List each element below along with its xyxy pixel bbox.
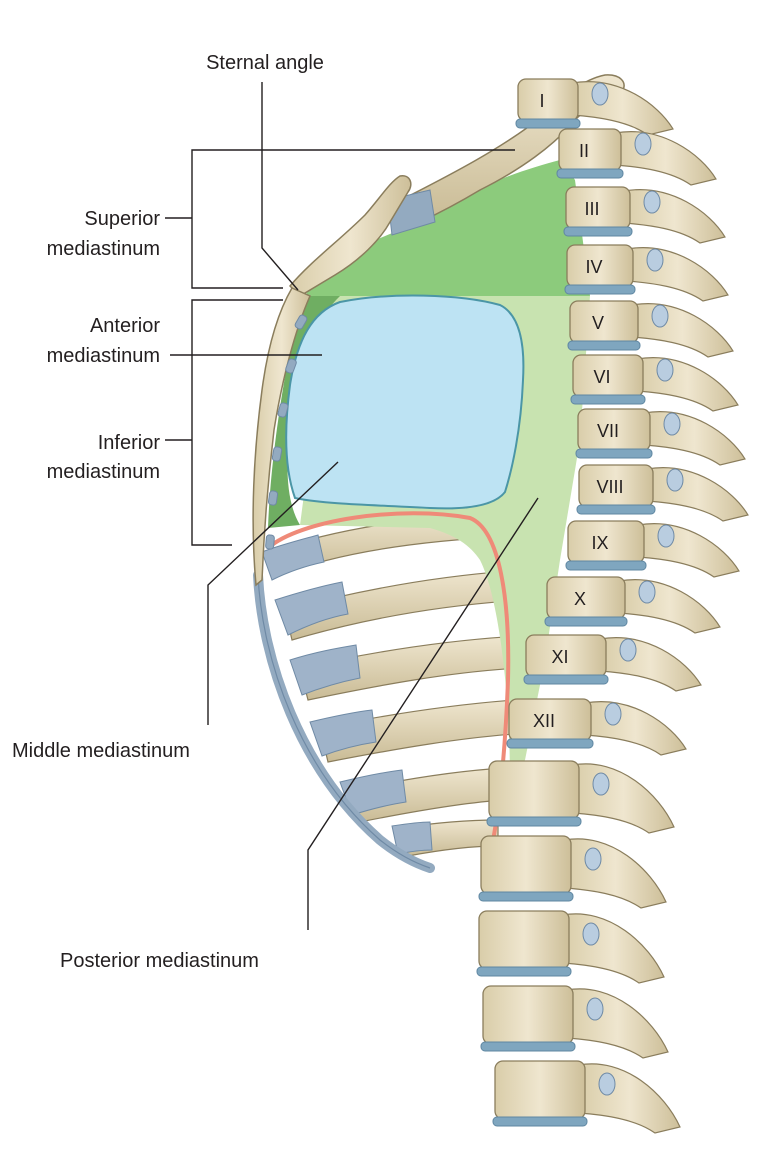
intervertebral-disc — [557, 169, 623, 178]
vertebral-process — [567, 989, 668, 1058]
vertebra-number: XI — [551, 647, 568, 667]
intervertebral-disc — [507, 739, 593, 748]
label-anterior-line1: Anterior — [20, 313, 160, 339]
intervertebral-disc — [576, 449, 652, 458]
vertebral-body — [518, 79, 578, 121]
vertebral-body — [481, 836, 571, 894]
costovertebral-joint — [585, 848, 601, 870]
vertebra-number: XII — [533, 711, 555, 731]
vertebral-process — [619, 580, 720, 633]
rib — [290, 636, 520, 700]
vertebra-number: IX — [591, 533, 608, 553]
vertebral-body — [479, 911, 569, 969]
vertebral-process — [647, 468, 748, 521]
costovertebral-joint — [657, 359, 673, 381]
label-middle-mediastinum: Middle mediastinum — [12, 738, 190, 764]
superior-bracket — [192, 150, 283, 288]
vertebra-number: VI — [593, 367, 610, 387]
intervertebral-disc — [568, 341, 640, 350]
label-superior-line1: Superior — [20, 206, 160, 232]
vertebral-process — [585, 702, 686, 755]
costovertebral-joint — [667, 469, 683, 491]
vertebra-number: II — [579, 141, 589, 161]
sternal-angle-leader — [262, 82, 298, 290]
rib — [275, 570, 525, 640]
intervertebral-disc — [516, 119, 580, 128]
intervertebral-disc — [565, 285, 635, 294]
vertebral-process — [572, 82, 673, 135]
vertebral-body — [483, 986, 573, 1044]
intervertebral-disc — [493, 1117, 587, 1126]
costovertebral-joint — [593, 773, 609, 795]
rib — [310, 700, 515, 762]
vertebral-process — [579, 1064, 680, 1133]
intervertebral-disc — [545, 617, 627, 626]
vertebral-process — [563, 914, 664, 983]
vertebral-process — [600, 638, 701, 691]
vertebral-process — [637, 358, 738, 411]
costovertebral-joint — [658, 525, 674, 547]
label-inferior-line2: mediastinum — [20, 459, 160, 485]
intervertebral-disc — [481, 1042, 575, 1051]
costovertebral-joint — [647, 249, 663, 271]
vertebral-process — [638, 524, 739, 577]
costovertebral-joint — [635, 133, 651, 155]
rib — [340, 768, 505, 822]
intervertebral-disc — [571, 395, 645, 404]
vertebra-number: I — [539, 91, 544, 111]
label-superior-line2: mediastinum — [20, 236, 160, 262]
intervertebral-disc — [564, 227, 632, 236]
vertebra-number: X — [574, 589, 586, 609]
vertebra-number: VIII — [596, 477, 623, 497]
vertebra-number: VII — [597, 421, 619, 441]
costovertebral-joint — [592, 83, 608, 105]
costovertebral-joint — [644, 191, 660, 213]
costovertebral-joint — [583, 923, 599, 945]
vertebral-process — [627, 248, 728, 301]
vertebral-process — [624, 190, 725, 243]
vertebra-number: IV — [585, 257, 602, 277]
intervertebral-disc — [477, 967, 571, 976]
costovertebral-joint — [664, 413, 680, 435]
costovertebral-joint — [587, 998, 603, 1020]
costovertebral-joint — [620, 639, 636, 661]
vertebral-body — [495, 1061, 585, 1119]
vertebral-process — [573, 764, 674, 833]
vertebral-body — [559, 129, 621, 171]
label-inferior-line1: Inferior — [20, 430, 160, 456]
vertebral-process — [632, 304, 733, 357]
label-sternal-angle: Sternal angle — [170, 50, 360, 76]
costovertebral-joint — [599, 1073, 615, 1095]
vertebral-body — [489, 761, 579, 819]
costovertebral-joint — [605, 703, 621, 725]
vertebral-process — [565, 839, 666, 908]
intervertebral-disc — [566, 561, 646, 570]
vertebral-process — [615, 132, 716, 185]
intervertebral-disc — [524, 675, 608, 684]
vertebra-number: V — [592, 313, 604, 333]
intervertebral-disc — [479, 892, 573, 901]
costovertebral-joint — [652, 305, 668, 327]
intervertebral-disc — [487, 817, 581, 826]
label-posterior-mediastinum: Posterior mediastinum — [60, 948, 259, 974]
costovertebral-joint — [639, 581, 655, 603]
label-anterior-line2: mediastinum — [20, 343, 160, 369]
intervertebral-disc — [577, 505, 655, 514]
vertebra-number: III — [584, 199, 599, 219]
vertebral-process — [644, 412, 745, 465]
